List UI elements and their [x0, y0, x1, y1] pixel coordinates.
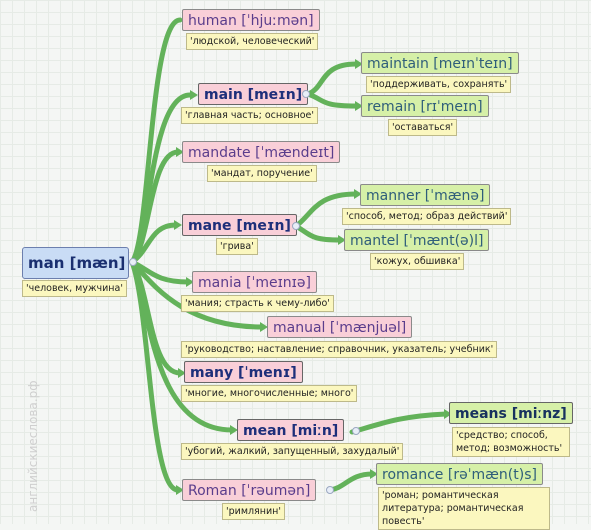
- translation-manner: 'способ, метод; образ действий': [342, 208, 512, 225]
- translation-human: 'людской, человеческий': [186, 33, 319, 50]
- node-maintain[interactable]: maintain [meɪnˈteɪn]: [361, 52, 519, 74]
- node-remain[interactable]: remain [rɪˈmeɪn]: [361, 95, 489, 117]
- expand-knob-icon[interactable]: [292, 222, 300, 230]
- node-mane[interactable]: mane [meɪn]: [182, 214, 297, 236]
- translation-mandate: 'мандат, поручение': [207, 165, 317, 182]
- expand-knob-icon[interactable]: [302, 90, 310, 98]
- translation-mean: 'убогий, жалкий, запущенный, захудалый': [181, 443, 404, 460]
- node-mean[interactable]: mean [miːn]: [237, 419, 345, 441]
- node-manual[interactable]: manual [ˈmænjuəl]: [267, 316, 413, 338]
- expand-knob-icon[interactable]: [129, 258, 137, 266]
- translation-romance: 'роман; романтическая литература; романт…: [378, 487, 550, 530]
- translation-main: 'главная часть; основное': [181, 107, 319, 124]
- root-word-node[interactable]: man [mæn]: [22, 247, 129, 279]
- translation-many: 'многие, многочисленные; много': [181, 385, 358, 402]
- node-mania[interactable]: mania [ˈmeɪnɪə]: [192, 271, 317, 293]
- translation-mane: 'грива': [216, 238, 258, 255]
- node-main[interactable]: main [meɪn]: [198, 83, 309, 105]
- translation-mania: 'мания; страсть к чему-либо': [181, 295, 334, 312]
- translation-means: 'средство; способ, метод; возможность': [452, 427, 570, 457]
- watermark: английскиеслова.рф: [26, 380, 40, 512]
- node-manner[interactable]: manner [ˈmænə]: [360, 184, 491, 206]
- translation-maintain: 'поддерживать, сохранять': [366, 76, 512, 93]
- expand-knob-icon[interactable]: [352, 427, 360, 435]
- translation-roman: 'римлянин': [222, 503, 285, 520]
- node-mantel[interactable]: mantel [ˈmænt(ə)l]: [344, 229, 490, 251]
- translation-remain: 'оставаться': [388, 119, 458, 136]
- node-roman[interactable]: Roman [ˈrəumən]: [182, 479, 317, 501]
- translation-mantel: 'кожух, обшивка': [370, 253, 465, 270]
- node-romance[interactable]: romance [rəˈmæn(t)s]: [376, 463, 543, 485]
- node-human[interactable]: human [ˈhjuːmən]: [182, 9, 320, 31]
- node-mandate[interactable]: mandate [ˈmændeɪt]: [182, 141, 341, 163]
- node-means[interactable]: means [miːnz]: [449, 402, 573, 424]
- translation-manual: 'руководство; наставление; справочник, у…: [181, 341, 498, 358]
- root-translation: 'человек, мужчина': [22, 280, 127, 297]
- node-many[interactable]: many [ˈmenɪ]: [184, 361, 303, 383]
- expand-knob-icon[interactable]: [326, 486, 334, 494]
